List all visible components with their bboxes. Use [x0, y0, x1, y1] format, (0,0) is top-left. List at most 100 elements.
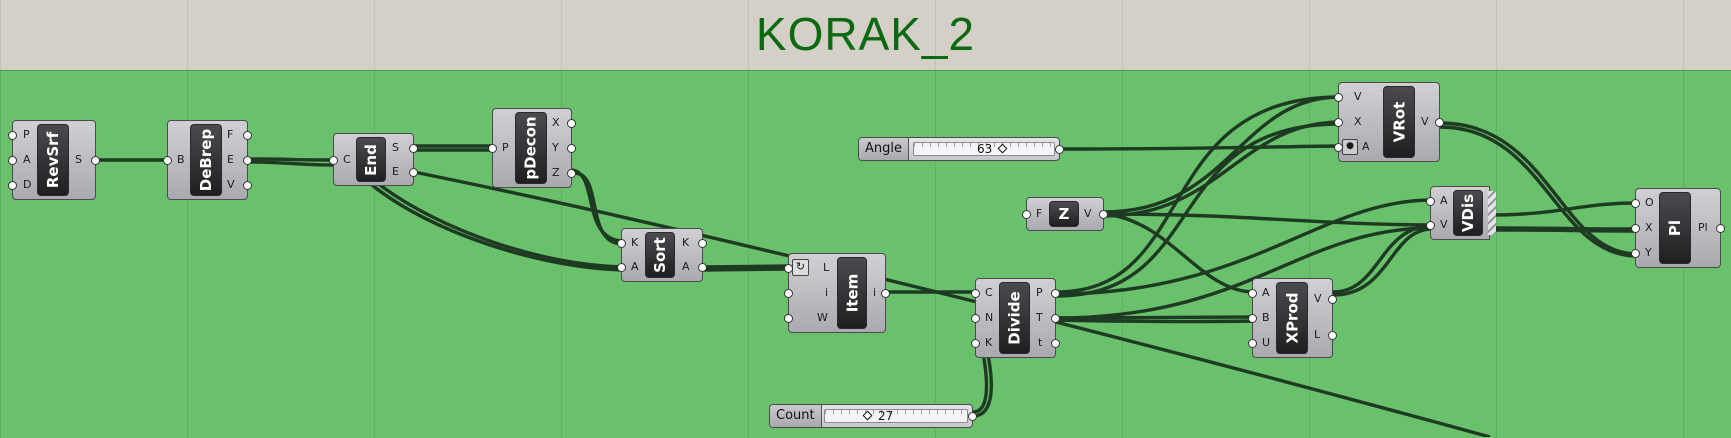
input-grip[interactable]: [784, 314, 793, 323]
input-grip[interactable]: [1022, 210, 1031, 219]
output-a[interactable]: A: [682, 260, 690, 273]
input-grip[interactable]: [1248, 289, 1257, 298]
output-e[interactable]: E: [392, 165, 399, 178]
output-grip[interactable]: [409, 168, 418, 177]
input-grip[interactable]: [1334, 143, 1343, 152]
pdecon-component[interactable]: P pDecon X Y Z: [488, 108, 576, 188]
input-grip[interactable]: [1631, 224, 1640, 233]
plane-component[interactable]: O X Y Pl Pl: [1631, 188, 1725, 268]
output-l[interactable]: L: [1314, 328, 1321, 341]
output-grip[interactable]: [1328, 295, 1337, 304]
output-grip[interactable]: [1099, 210, 1108, 219]
plane-core[interactable]: Pl: [1659, 192, 1691, 264]
input-x[interactable]: X: [1354, 115, 1362, 128]
output-i[interactable]: i: [873, 286, 877, 299]
output-v[interactable]: V: [1421, 115, 1429, 128]
divide-core[interactable]: Divide: [999, 282, 1030, 354]
input-grip[interactable]: [1334, 93, 1343, 102]
input-grip[interactable]: [8, 131, 17, 140]
output-grip[interactable]: [881, 289, 890, 298]
vrot-component[interactable]: V X ● A VRot V: [1334, 82, 1444, 162]
unit-z-component[interactable]: F Z V: [1022, 197, 1108, 231]
debrep-core[interactable]: DeBrep: [190, 124, 222, 196]
output-s[interactable]: S: [392, 141, 399, 154]
end-component[interactable]: C End S E: [329, 133, 418, 186]
slider-rail[interactable]: [824, 409, 968, 423]
output-z[interactable]: Z: [552, 166, 560, 179]
vrot-core[interactable]: VRot: [1383, 86, 1415, 158]
unit-z-core[interactable]: Z: [1049, 201, 1079, 227]
revsrf-component[interactable]: P A D RevSrf S: [8, 120, 100, 200]
input-grip[interactable]: [8, 156, 17, 165]
refresh-icon[interactable]: ↻: [792, 259, 809, 276]
output-e[interactable]: E: [227, 153, 234, 166]
output-k[interactable]: K: [682, 236, 690, 249]
output-t-lower[interactable]: t: [1038, 336, 1043, 349]
output-grip[interactable]: [1051, 339, 1060, 348]
input-grip[interactable]: [971, 339, 980, 348]
output-f[interactable]: F: [227, 128, 234, 141]
input-k[interactable]: K: [985, 336, 993, 349]
debrep-component[interactable]: B DeBrep F E V: [163, 120, 252, 200]
input-grip[interactable]: [163, 156, 172, 165]
count-slider[interactable]: Count 27: [769, 404, 977, 428]
input-grip[interactable]: [8, 181, 17, 190]
input-a[interactable]: A: [1440, 194, 1448, 207]
divide-component[interactable]: C N K Divide P T t: [971, 278, 1060, 358]
vdis-core[interactable]: VDis: [1453, 190, 1483, 236]
sort-core[interactable]: Sort: [645, 232, 675, 278]
input-grip[interactable]: [1248, 339, 1257, 348]
input-a[interactable]: A: [1362, 140, 1370, 153]
input-grip[interactable]: [617, 239, 626, 248]
output-grip[interactable]: [409, 144, 418, 153]
input-v[interactable]: V: [1440, 218, 1448, 231]
input-l[interactable]: L: [823, 261, 830, 274]
sort-component[interactable]: K A Sort K A: [617, 228, 707, 282]
input-grip[interactable]: [1631, 199, 1640, 208]
pdecon-core[interactable]: pDecon: [515, 112, 547, 184]
input-grip[interactable]: [971, 314, 980, 323]
output-v[interactable]: V: [227, 178, 235, 191]
output-v[interactable]: V: [1314, 292, 1322, 305]
input-a[interactable]: A: [1262, 286, 1270, 299]
input-o[interactable]: O: [1645, 196, 1654, 209]
input-c[interactable]: C: [343, 153, 351, 166]
input-grip[interactable]: [329, 156, 338, 165]
item-component[interactable]: ↻ L i W Item i: [784, 253, 890, 333]
input-grip[interactable]: [1426, 221, 1435, 230]
input-k[interactable]: K: [631, 236, 639, 249]
input-grip[interactable]: [1334, 118, 1343, 127]
item-core[interactable]: Item: [837, 257, 867, 329]
output-grip[interactable]: [1051, 289, 1060, 298]
input-grip[interactable]: [1631, 249, 1640, 258]
degree-toggle-icon[interactable]: ●: [1342, 139, 1358, 155]
output-grip[interactable]: [1055, 145, 1064, 154]
revsrf-core[interactable]: RevSrf: [37, 124, 69, 196]
output-t[interactable]: T: [1036, 311, 1043, 324]
input-grip[interactable]: [488, 144, 497, 153]
output-grip[interactable]: [567, 119, 576, 128]
output-grip[interactable]: [1435, 118, 1444, 127]
input-grip[interactable]: [617, 263, 626, 272]
input-b[interactable]: B: [177, 153, 185, 166]
output-p[interactable]: P: [1036, 286, 1043, 299]
input-b[interactable]: B: [1262, 311, 1270, 324]
input-d[interactable]: D: [23, 178, 32, 191]
input-grip[interactable]: [784, 264, 793, 273]
output-grip[interactable]: [243, 181, 252, 190]
xprod-component[interactable]: A B U XProd V L: [1248, 278, 1337, 358]
input-p[interactable]: P: [502, 141, 509, 154]
output-grip[interactable]: [698, 239, 707, 248]
output-s[interactable]: S: [75, 153, 82, 166]
input-f[interactable]: F: [1036, 207, 1043, 220]
output-grip[interactable]: [1051, 314, 1060, 323]
input-y[interactable]: Y: [1645, 246, 1652, 259]
input-grip[interactable]: [1248, 314, 1257, 323]
input-a[interactable]: A: [23, 153, 31, 166]
output-grip[interactable]: [243, 131, 252, 140]
output-y[interactable]: Y: [552, 141, 559, 154]
output-grip[interactable]: [968, 412, 977, 421]
output-grip[interactable]: [1716, 224, 1725, 233]
input-i[interactable]: i: [825, 286, 829, 299]
input-grip[interactable]: [971, 289, 980, 298]
